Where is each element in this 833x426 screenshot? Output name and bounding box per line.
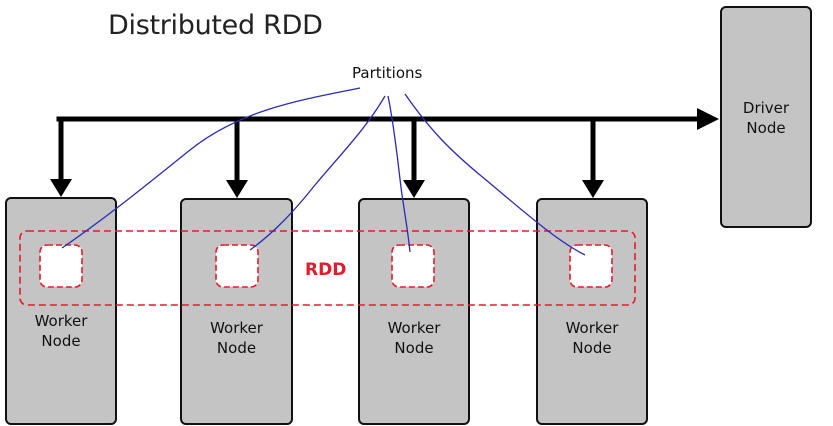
worker-node-3: Worker Node xyxy=(358,198,470,425)
driver-node: Driver Node xyxy=(720,6,812,228)
down-arrow-4-head xyxy=(582,180,604,198)
down-arrow-1-head xyxy=(50,179,72,197)
down-arrow-2-head xyxy=(226,180,248,198)
pointer-line-4 xyxy=(404,93,586,256)
worker-node-label: Worker Node xyxy=(538,318,646,358)
worker-label-line1: Worker xyxy=(387,319,441,337)
partition-box-1 xyxy=(39,244,83,288)
pointer-line-3 xyxy=(387,95,411,253)
partition-box-3 xyxy=(391,244,435,288)
driver-label-line2: Node xyxy=(746,119,786,137)
partition-box-4 xyxy=(569,244,613,288)
pointer-line-1 xyxy=(61,87,361,249)
driver-arrowhead xyxy=(697,108,719,130)
partition-box-2 xyxy=(215,244,259,288)
worker-node-label: Worker Node xyxy=(7,311,115,351)
worker-label-line1: Worker xyxy=(34,312,88,330)
worker-label-line1: Worker xyxy=(210,319,263,337)
partitions-label: Partitions xyxy=(352,64,423,82)
worker-node-label: Worker Node xyxy=(360,318,468,358)
worker-label-line2: Node xyxy=(394,339,434,357)
down-arrow-3-head xyxy=(403,180,425,198)
driver-node-label: Driver Node xyxy=(722,98,810,138)
driver-label-line1: Driver xyxy=(742,99,790,117)
worker-label-line2: Node xyxy=(572,339,612,357)
diagram-title: Distributed RDD xyxy=(108,10,323,41)
worker-label-line1: Worker xyxy=(565,319,619,337)
worker-node-2: Worker Node xyxy=(180,198,293,425)
worker-node-label: Worker Node xyxy=(182,318,291,358)
worker-node-1: Worker Node xyxy=(5,197,117,425)
pointer-line-2 xyxy=(249,95,386,251)
rdd-label: RDD xyxy=(305,260,347,280)
worker-label-line2: Node xyxy=(41,332,81,350)
worker-label-line2: Node xyxy=(216,339,257,357)
rdd-boundary xyxy=(19,230,636,306)
